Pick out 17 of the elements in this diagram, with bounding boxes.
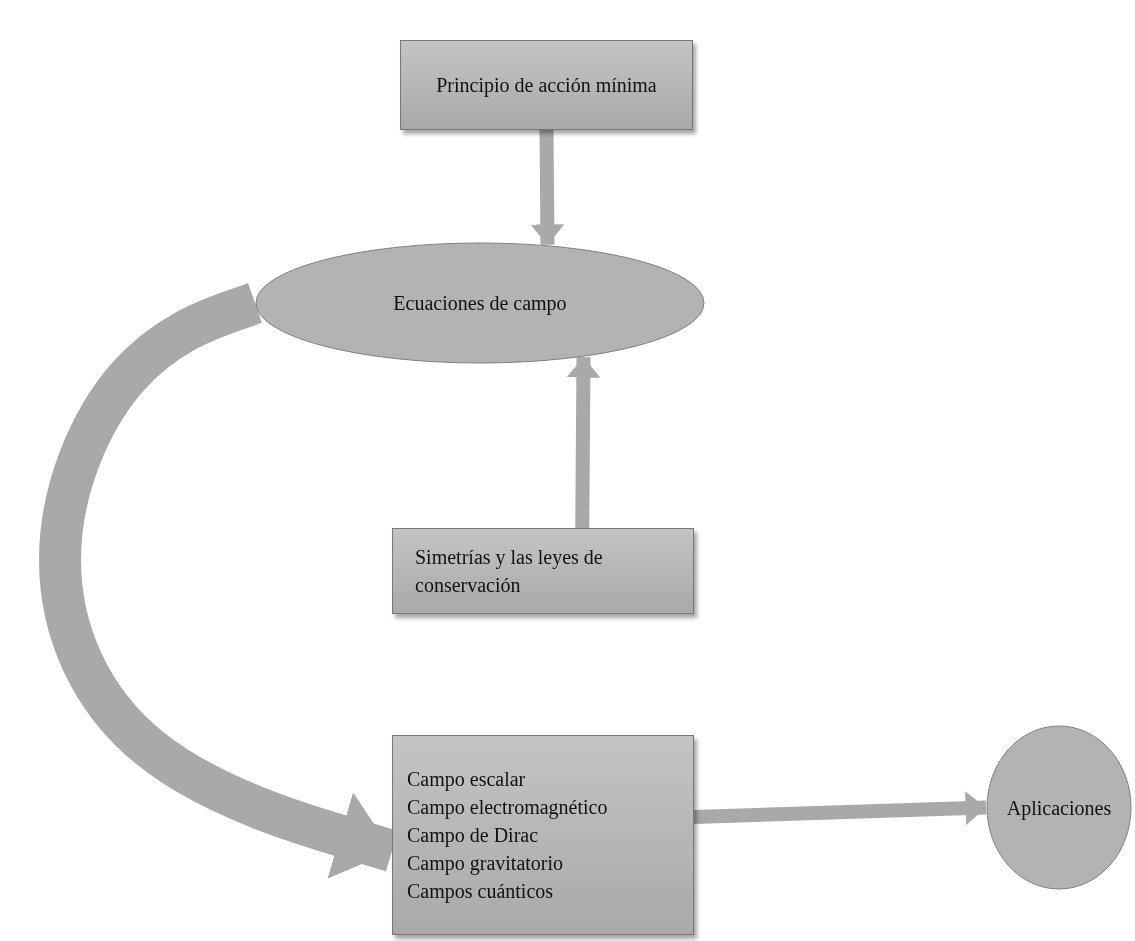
node-label: Ecuaciones de campo: [392, 291, 568, 317]
process-box: [392, 735, 694, 935]
node-label: Campo gravitatorio: [407, 851, 565, 877]
node-label: Campo escalar: [407, 767, 527, 793]
process-box: [392, 528, 694, 614]
ellipse-node: [986, 725, 1132, 890]
process-box: [400, 40, 693, 130]
arrow: [530, 129, 565, 245]
node-label: Principio de acción mínima: [435, 73, 658, 99]
arrow: [566, 357, 601, 529]
node-label: Campos cuánticos: [407, 879, 555, 905]
arrow: [693, 791, 987, 826]
node-label: Aplicaciones: [1005, 795, 1113, 822]
node-label: Campo de Dirac: [407, 823, 540, 849]
node-label: Campo electromagnético: [407, 795, 609, 821]
ellipse-node: [255, 242, 705, 364]
node-label: Simetrías y las leyes de conservación: [415, 545, 604, 598]
